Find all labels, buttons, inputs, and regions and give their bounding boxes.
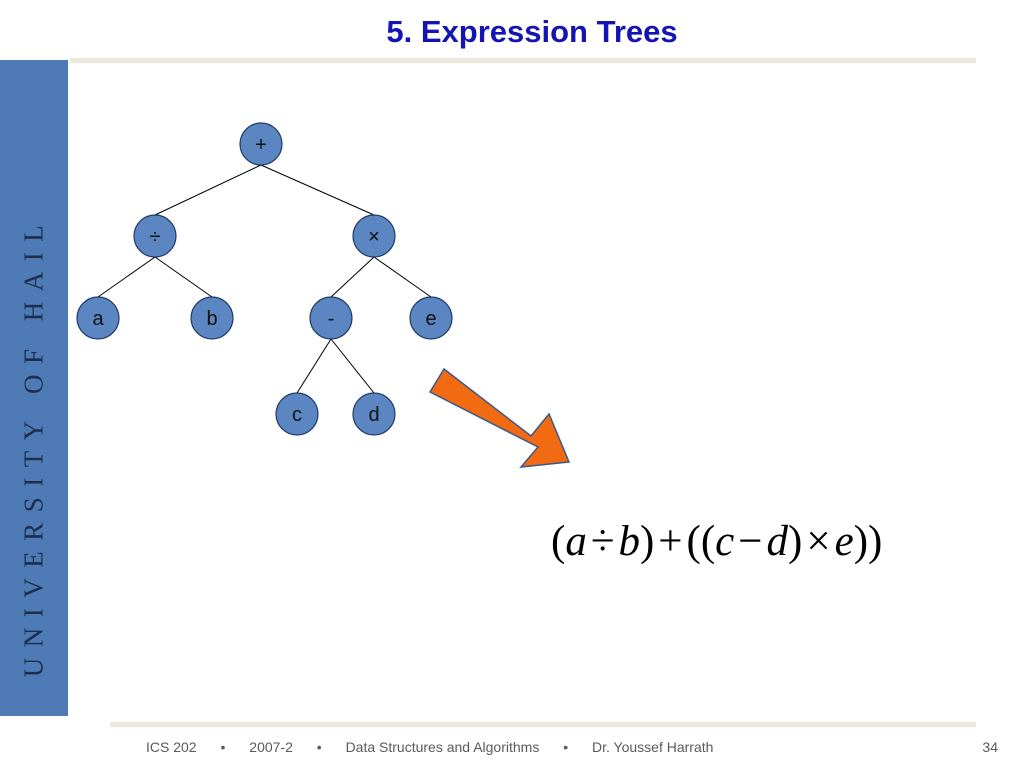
- formula-parenthesis: ((: [686, 518, 716, 565]
- formula-variable: b: [618, 518, 640, 565]
- tree-node-label: c: [292, 404, 302, 426]
- tree-edge-root-mul: [260, 164, 375, 216]
- formula-operator: ×: [806, 518, 831, 565]
- tree-node-circle: [309, 296, 353, 340]
- tree-node-circle: [133, 214, 177, 258]
- tree-node-label: +: [255, 134, 267, 156]
- formula-operator: ÷: [590, 518, 615, 565]
- tree-node-d: d: [352, 392, 396, 436]
- tree-node-e: e: [409, 296, 453, 340]
- tree-edge-mul-e: [373, 256, 432, 298]
- tree-node-div: ÷: [133, 214, 177, 258]
- formula-variable: c: [715, 518, 735, 565]
- tree-node-label: -: [328, 308, 335, 330]
- footer-bullet: •: [220, 739, 226, 755]
- tree-node-circle: [352, 392, 396, 436]
- tree-node-label: d: [368, 404, 379, 426]
- footer: ICS 202 • 2007-2 • Data Structures and A…: [146, 739, 713, 755]
- infix-expression: (a÷b)+((c−d)×e)): [551, 517, 882, 566]
- tree-edge-root-div: [154, 164, 262, 216]
- tree-edge-mul-sub: [330, 256, 375, 298]
- footer-subject: Data Structures and Algorithms: [345, 739, 540, 755]
- footer-bullet: •: [563, 739, 569, 755]
- footer-bullet: •: [316, 739, 322, 755]
- tree-node-circle: [275, 392, 319, 436]
- tree-node-circle: [239, 122, 283, 166]
- tree-node-label: ×: [368, 226, 380, 248]
- page-number: 34: [982, 739, 998, 755]
- tree-edge-sub-d: [330, 338, 375, 394]
- footer-author: Dr. Youssef Harrath: [592, 739, 714, 755]
- formula-parenthesis: ): [639, 518, 655, 565]
- formula-variable: e: [834, 518, 854, 565]
- footer-divider: [110, 722, 976, 727]
- footer-course: ICS 202: [146, 739, 197, 755]
- formula-operator: −: [738, 518, 763, 565]
- tree-node-c: c: [275, 392, 319, 436]
- formula-parenthesis: )): [853, 518, 883, 565]
- formula-operator: +: [658, 518, 683, 565]
- tree-edge-div-b: [154, 256, 213, 298]
- tree-node-sub: -: [309, 296, 353, 340]
- tree-node-b: b: [190, 296, 234, 340]
- formula-parenthesis: ): [788, 518, 803, 565]
- formula-variable: d: [766, 518, 789, 565]
- slide-title: 5. Expression Trees: [386, 14, 678, 49]
- title-divider: [70, 58, 976, 63]
- tree-node-root: +: [239, 122, 283, 166]
- tree-edge-sub-c: [296, 338, 332, 394]
- tree-node-circle: [76, 296, 120, 340]
- tree-node-label: ÷: [150, 226, 161, 248]
- formula-parenthesis: (: [551, 518, 566, 565]
- side-banner: UNIVERSITY OF HAIL: [0, 60, 68, 716]
- tree-node-circle: [409, 296, 453, 340]
- tree-node-circle: [190, 296, 234, 340]
- formula-variable: a: [565, 518, 587, 565]
- tree-node-label: b: [206, 308, 217, 330]
- arrow-icon: [428, 367, 571, 468]
- tree-node-circle: [352, 214, 396, 258]
- tree-node-label: e: [425, 308, 436, 330]
- tree-edge-div-a: [97, 256, 156, 298]
- tree-node-a: a: [76, 296, 120, 340]
- tree-node-label: a: [92, 308, 104, 330]
- footer-term: 2007-2: [249, 739, 293, 755]
- tree-node-mul: ×: [352, 214, 396, 258]
